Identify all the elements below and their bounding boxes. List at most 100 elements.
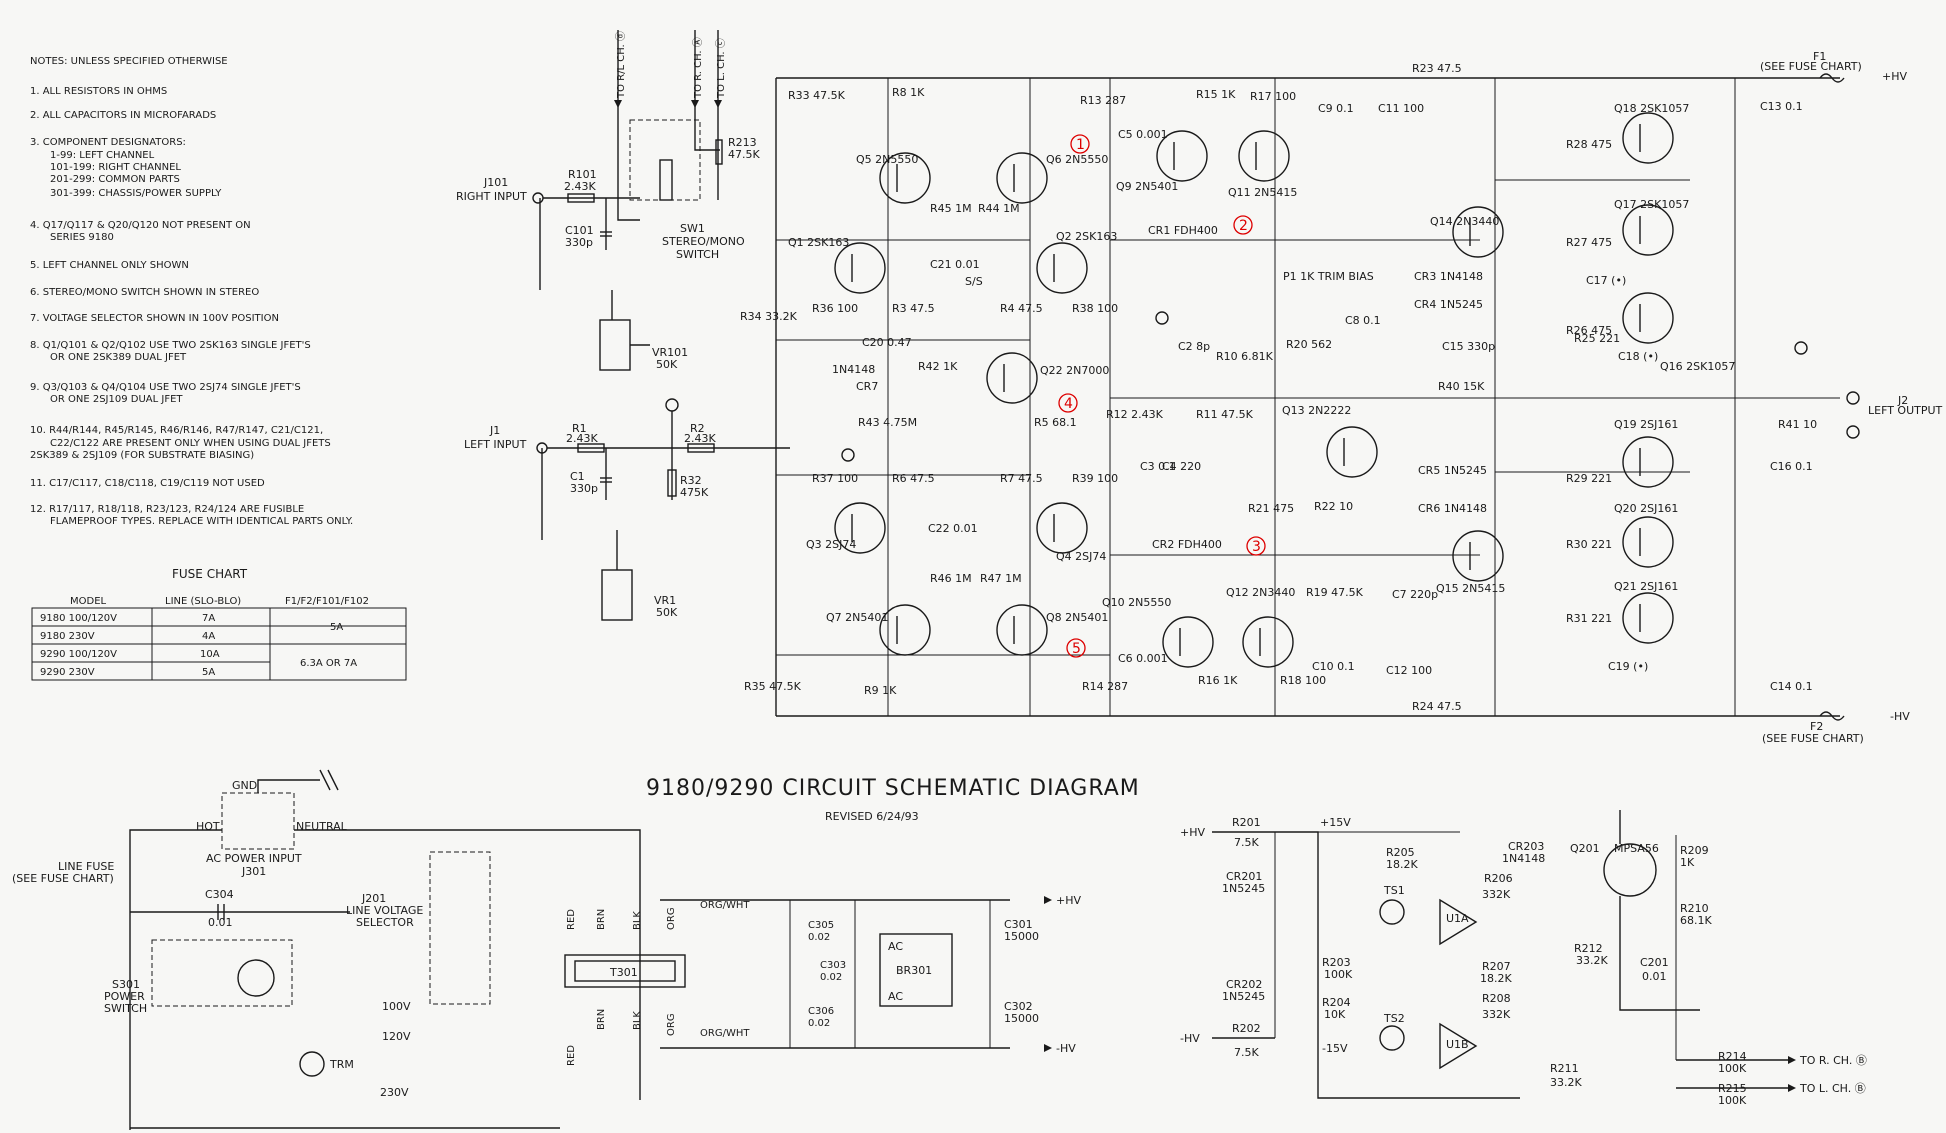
bias-r203v-label: 100K — [1324, 968, 1353, 981]
c15-label-53: C15 330p — [1442, 340, 1495, 353]
bias-r204v-label: 10K — [1324, 1008, 1346, 1021]
c101-label: C101 — [565, 224, 594, 237]
bias-r215v-label: 100K — [1718, 1094, 1747, 1107]
q8-label-32: Q8 2N5401 — [1046, 611, 1108, 624]
r15-label-37: R15 1K — [1196, 88, 1236, 101]
transistor-18-icon — [1622, 204, 1674, 256]
j201-label: J201 — [361, 892, 386, 905]
ac-power-input-label: AC POWER INPUT — [206, 852, 302, 865]
vr101-value: 50K — [656, 358, 678, 371]
bias-section: +HV -HV +15V -15V R2017.5KCR2011N5245CR2… — [1180, 810, 1867, 1107]
bridge-rectifier-icon — [879, 933, 953, 1007]
gnd-label: GND — [232, 779, 257, 792]
transistor-3-icon — [834, 242, 886, 294]
transistor-8-icon — [879, 604, 931, 656]
notes-block: NOTES: UNLESS SPECIFIED OTHERWISE 1. ALL… — [30, 56, 353, 527]
c9-label-42: C9 0.1 — [1318, 102, 1354, 115]
j101-label: J101 — [483, 176, 508, 189]
transistor-10-icon — [1156, 130, 1208, 182]
bias-cr201v-label: 1N5245 — [1222, 882, 1265, 895]
j1-label: J1 — [489, 424, 500, 437]
r101-value: 2.43K — [564, 180, 596, 193]
bias-r209-label: R209 — [1680, 844, 1709, 857]
c22-label-28: C22 0.01 — [928, 522, 978, 535]
v120-label: 120V — [382, 1030, 411, 1043]
r20-label-47: R20 562 — [1286, 338, 1332, 351]
bias-r205v-label: 18.2K — [1386, 858, 1418, 871]
power-switch-lamp-icon — [237, 959, 275, 997]
note-line-17: 10. R44/R144, R45/R145, R46/R146, R47/R1… — [30, 425, 323, 436]
node-d-marker — [665, 398, 679, 412]
transistor-5-icon — [986, 352, 1038, 404]
fuse-header-f: F1/F2/F101/F102 — [285, 596, 369, 607]
transistor-7-icon — [1036, 502, 1088, 554]
fuse-row-1-model: 9180 100/120V — [40, 613, 117, 624]
selector-label: SELECTOR — [356, 916, 414, 929]
c303-label: C303 — [820, 960, 846, 971]
bias-cr203v-label: 1N4148 — [1502, 852, 1545, 865]
q19-label-86: Q19 2SJ161 — [1614, 418, 1678, 431]
bias-r212v-label: 33.2K — [1576, 954, 1608, 967]
ac-label-1: AC — [888, 940, 903, 953]
org-wht-top: ORG/WHT — [700, 900, 750, 911]
bias-r214v-label: 100K — [1718, 1062, 1747, 1075]
see-label-103: (SEE FUSE CHART) — [1762, 732, 1864, 745]
left-output-terminal-icon — [1846, 391, 1860, 405]
c306-label: C306 — [808, 1006, 834, 1017]
c2-label-51: C2 8p — [1178, 340, 1210, 353]
r27-label-81: R27 475 — [1566, 236, 1612, 249]
fuse-merged-1: 5A — [330, 622, 343, 633]
bias-r209v-label: 1K — [1680, 856, 1695, 869]
q14-label-50: Q14 2N3440 — [1430, 215, 1499, 228]
r28-label-79: R28 475 — [1566, 138, 1612, 151]
transistor-6-icon — [834, 502, 886, 554]
c101-value: 330p — [565, 236, 593, 249]
c305-value: 0.02 — [808, 932, 830, 943]
c17-label-82: C17 (•) — [1586, 274, 1626, 287]
right-input-jack-icon — [532, 192, 544, 204]
bias-r208-label: R208 — [1482, 992, 1511, 1005]
bias-r201-label: R201 — [1232, 816, 1261, 829]
f1-label-93: F1 — [1813, 50, 1826, 63]
transistor-9-icon — [996, 604, 1048, 656]
p1-label-45: P1 1K TRIM BIAS — [1283, 270, 1374, 283]
power-switch-label: POWER — [104, 990, 145, 1003]
left-output-return-icon — [1846, 425, 1860, 439]
bias-phv-label: +HV — [1180, 826, 1205, 839]
note-line-6: 201-299: COMMON PARTS — [50, 174, 180, 185]
r24-label-77: R24 47.5 — [1412, 700, 1462, 713]
see-label-94: (SEE FUSE CHART) — [1760, 60, 1862, 73]
q4-label-27: Q4 2SJ74 — [1056, 550, 1106, 563]
ac-label-2: AC — [888, 990, 903, 1003]
fuse-row-4-model: 9290 230V — [40, 667, 95, 678]
r26-label-83: R26 475 — [1566, 324, 1612, 337]
line-voltage-label: LINE VOLTAGE — [346, 904, 423, 917]
hot-label: HOT — [196, 820, 220, 833]
j301-label: J301 — [241, 865, 266, 878]
bias-u1a-label: U1A — [1446, 912, 1469, 925]
j2-label-97: J2 — [1897, 394, 1908, 407]
r43-label-20: R43 4.75M — [858, 416, 917, 429]
note-line-10: 5. LEFT CHANNEL ONLY SHOWN — [30, 260, 189, 271]
left-input-label: LEFT INPUT — [464, 438, 527, 451]
annotation-3: 3 — [1252, 539, 1261, 555]
transistor-22-icon — [1622, 592, 1674, 644]
bias-r202-label: R202 — [1232, 1022, 1261, 1035]
cr7-label-17: CR7 — [856, 380, 878, 393]
r2-value: 2.43K — [684, 432, 716, 445]
r7-label-24: R7 47.5 — [1000, 472, 1043, 485]
note-line-14: OR ONE 2SK389 DUAL JFET — [50, 352, 187, 363]
line-fuse-label: LINE FUSE — [58, 860, 114, 873]
annotation-4: 4 — [1064, 396, 1073, 412]
transistor-4-icon — [1036, 242, 1088, 294]
r21-label-61: R21 475 — [1248, 502, 1294, 515]
c11-label-43: C11 100 — [1378, 102, 1424, 115]
r213-label: R213 — [728, 136, 757, 149]
r12-label-56: R12 2.43K — [1106, 408, 1164, 421]
bias-r202v-label: 7.5K — [1234, 1046, 1259, 1059]
fuse-row-2-model: 9180 230V — [40, 631, 95, 642]
transistor-16-icon — [1242, 616, 1294, 668]
transistor-20-icon — [1622, 436, 1674, 488]
cr2-label-66: CR2 FDH400 — [1152, 538, 1222, 551]
